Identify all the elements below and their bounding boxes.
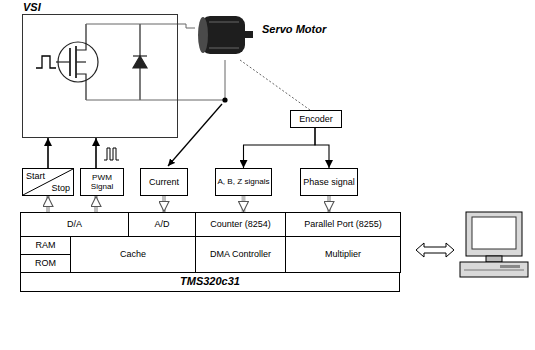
wire (86, 24, 178, 25)
peripheral-cell: Parallel Port (8255) (285, 212, 401, 237)
connector (47, 138, 49, 168)
box-label: Phase signal (303, 177, 355, 187)
signal-box: Current (140, 168, 188, 196)
motor-end-cap (198, 17, 208, 53)
sense-arrow (168, 104, 222, 166)
peripheral-cell: D/A (20, 212, 129, 237)
connector (178, 24, 195, 28)
memory-cell: ROM (20, 254, 71, 273)
computer-icon (466, 212, 522, 256)
core-cell: Multiplier (285, 236, 401, 273)
diode-symbol (133, 24, 147, 100)
box-label: TMS320c31 (21, 275, 399, 288)
signal-box: Phase signal (300, 168, 358, 196)
box-label: Cache (120, 249, 146, 259)
inverter-box: VSI (22, 14, 178, 138)
core-cell: DMA Controller (195, 236, 286, 273)
connector (242, 196, 246, 212)
diode-symbol (133, 56, 147, 68)
connector (95, 138, 97, 168)
peripheral-cell: Counter (8254) (195, 212, 286, 237)
mosfet-symbol (76, 24, 86, 50)
box-label: Parallel Port (8255) (304, 219, 382, 229)
divider-line (23, 169, 73, 195)
box-label: Counter (8254) (210, 219, 271, 229)
connector (94, 196, 98, 212)
box-label: Servo Motor (262, 23, 326, 36)
computer-icon (500, 265, 520, 268)
pulse-symbol (36, 56, 56, 68)
box-label: PWM Signal (81, 173, 123, 192)
current-sense-dot (222, 97, 227, 102)
box-label: ROM (35, 258, 56, 268)
connector (327, 196, 331, 212)
box-label: Stop (51, 183, 70, 193)
wire (86, 100, 178, 101)
motor-highlight (209, 22, 239, 48)
motor-shape (195, 10, 255, 60)
start-stop-box: StartStop (22, 168, 74, 196)
box-label: Multiplier (325, 249, 361, 259)
signal-box: PWM Signal (80, 168, 124, 196)
computer-icon (472, 217, 516, 249)
memory-cell: RAM (20, 236, 71, 255)
box-label: VSI (23, 1, 41, 14)
pulse-symbol (36, 56, 56, 68)
host-link-arrow (416, 243, 454, 257)
motor-shaft (244, 31, 253, 38)
computer-icon (460, 212, 528, 277)
servo-motor: Servo Motor (195, 10, 255, 60)
mosfet-symbol (69, 48, 71, 76)
peripheral-cell: A/D (128, 212, 196, 237)
connector (315, 128, 329, 168)
connector (244, 128, 316, 168)
wire (178, 60, 225, 100)
mosfet-symbol (56, 24, 98, 100)
core-cell: Cache (70, 236, 196, 273)
box-label: A/D (154, 219, 169, 229)
connector (162, 196, 166, 212)
mosfet-symbol (56, 61, 70, 62)
connector (240, 60, 310, 110)
pwm-waveform (104, 148, 119, 160)
computer-icon (486, 256, 502, 262)
dsp-board: TMS320c31 D/A A/D Counter (8254) Parallel Po… (20, 212, 400, 292)
diode-symbol (133, 55, 147, 56)
box-label: Encoder (299, 114, 333, 124)
computer-icon (464, 270, 524, 271)
current-sense-dot (222, 97, 227, 102)
signal-box: A, B, Z signals (215, 168, 272, 196)
pwm-waveform (104, 148, 119, 160)
sense-arrow (168, 104, 222, 166)
computer-icon (460, 262, 528, 277)
encoder-box: Encoder (290, 110, 342, 128)
box-label: Start (26, 171, 45, 181)
box-label: A, B, Z signals (217, 177, 269, 186)
mosfet-symbol (76, 61, 86, 62)
box-label: DMA Controller (210, 249, 271, 259)
box-label: D/A (67, 219, 82, 229)
box-label: Current (149, 177, 179, 187)
box-label: RAM (36, 240, 56, 250)
host-link-arrow (416, 243, 454, 257)
mosfet-symbol (76, 74, 86, 100)
connector (46, 196, 50, 212)
